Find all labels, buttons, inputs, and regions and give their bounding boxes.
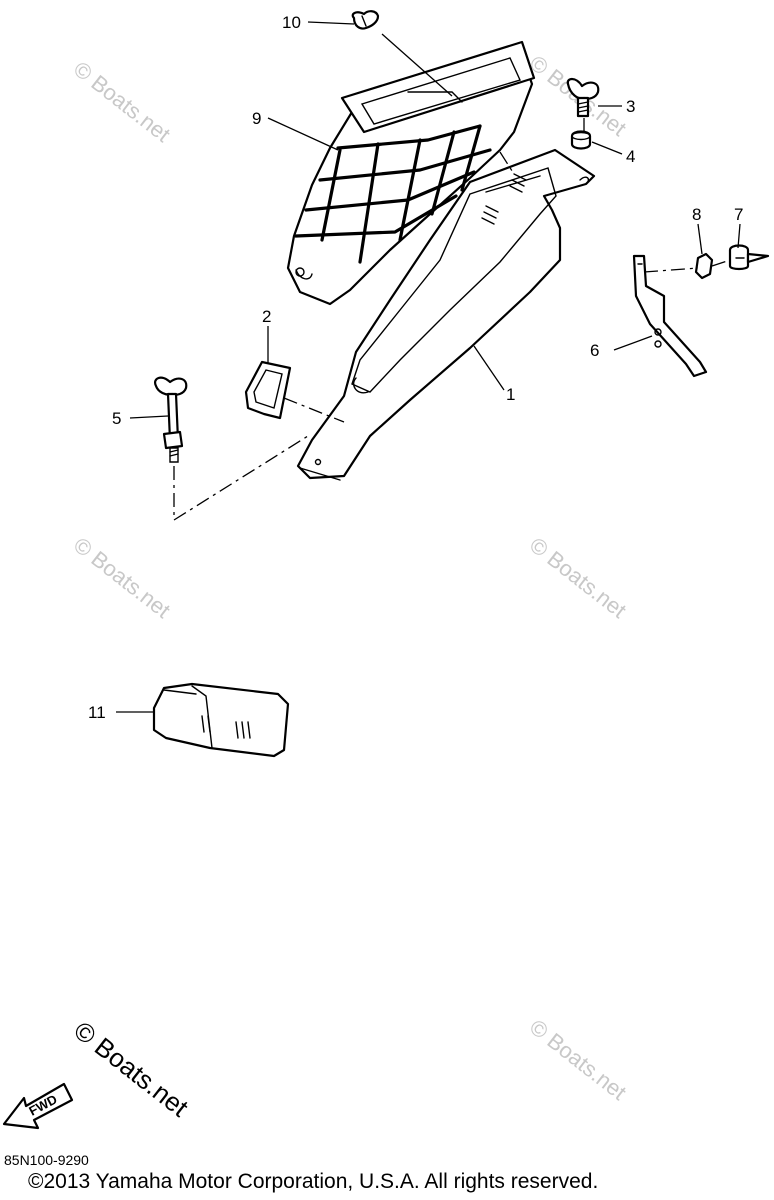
watermark-dark: © Boats.net [68, 1015, 194, 1123]
callouts: 10 9 3 4 8 7 6 1 2 5 11 [88, 13, 743, 722]
callout-3: 3 [626, 97, 635, 116]
watermark: © Boats.net [69, 56, 175, 147]
fwd-arrow-icon: FWD [2, 1082, 74, 1130]
leader-lines [116, 21, 741, 713]
part-3-wing-bolt[interactable] [566, 77, 600, 118]
part-7-screw[interactable] [728, 244, 770, 271]
copyright-notice: ©2013 Yamaha Motor Corporation, U.S.A. A… [28, 1170, 599, 1193]
part-4-grommet[interactable] [570, 130, 592, 150]
part-2-gasket[interactable] [244, 360, 292, 420]
callout-2: 2 [262, 307, 271, 326]
callout-11: 11 [88, 703, 106, 722]
callout-5: 5 [112, 409, 121, 428]
part-11-cover[interactable] [152, 682, 290, 758]
part-10-wing-nut[interactable] [351, 10, 380, 30]
callout-8: 8 [692, 205, 701, 224]
part-8-nut[interactable] [694, 252, 714, 280]
callout-7: 7 [734, 205, 743, 224]
callout-1: 1 [506, 385, 515, 404]
callout-10: 10 [282, 13, 301, 32]
watermark: © Boats.net [69, 532, 175, 623]
callout-9: 9 [252, 109, 261, 128]
reference-code: 85N100-9290 [4, 1152, 89, 1168]
part-5-bolt[interactable] [154, 376, 188, 463]
watermark: © Boats.net [525, 1014, 631, 1105]
watermark: © Boats.net [525, 532, 631, 623]
part-1-duct-cover[interactable] [296, 148, 596, 481]
part-9-intake-duct[interactable] [286, 40, 536, 306]
callout-6: 6 [590, 341, 599, 360]
callout-4: 4 [626, 147, 635, 166]
part-6-bracket[interactable] [632, 254, 708, 378]
